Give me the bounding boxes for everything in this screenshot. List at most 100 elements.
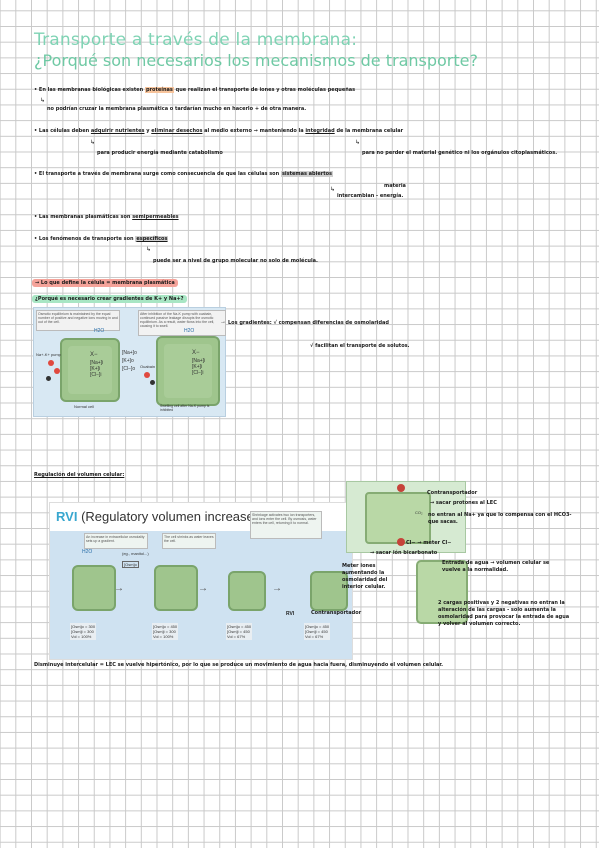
transporter-cell [365, 492, 431, 544]
underlined-heading: Regulación del volumen celular: [34, 472, 125, 478]
arrow-icon: → [220, 319, 226, 325]
rvi-example: (eg., manitol...) [122, 551, 149, 556]
ion-label: [Cl−]i [90, 372, 102, 378]
note-molecular: puede ser a nivel de grupo molecular no … [153, 258, 318, 264]
note-gradients-question: ¿Porqué es necesario crear gradientes de… [32, 295, 187, 303]
highlight-specific: específicos [135, 236, 169, 242]
page-subtitle: ¿Porqué son necesarios los mecanismos de… [34, 51, 478, 70]
rvi-cell-2 [154, 565, 198, 611]
note-protons: → sacar protones al LEC [430, 500, 497, 506]
underlined-integrity: integridad [305, 128, 335, 134]
note-semipermeable: • Las membranas plasmáticas son semiperm… [34, 214, 179, 220]
note-gradients: Los gradientes: √ compensan diferencias … [228, 320, 389, 326]
water-label: H2O [94, 328, 105, 334]
note-text: • Las membranas plasmáticas son [34, 214, 131, 220]
volume: Vol = 100% [71, 634, 92, 639]
note-open-systems: • El transporte a través de membrana sur… [34, 171, 334, 177]
arrow-icon: ↳ [330, 187, 336, 193]
swelling-cell: X− [Na+]i [K+]i [Cl−]i [156, 336, 220, 406]
ion-outside: [K+]o [122, 358, 134, 364]
ouabain-label: Ouabain [140, 364, 156, 369]
highlight-proteins: proteínas [144, 87, 174, 93]
normal-cell-label: Normal cell [74, 404, 95, 409]
potassium-ion-icon [46, 376, 51, 381]
osm-out: [Osm]o = 450 [153, 624, 178, 629]
rvi-values-2: [Osm]o = 450 [Osm]i = 300 Vol = 100% [152, 623, 179, 640]
note-genetic: para no perder el material genético ni l… [362, 150, 558, 156]
osm-out: [Osm]o = 450 [227, 624, 252, 629]
volume: Vol = 67% [305, 634, 324, 639]
figure-transporter-zoom: CO₂ [346, 481, 466, 553]
arrow-icon: ↳ [146, 247, 152, 253]
transporter-icon [397, 538, 405, 546]
note-exchange: intercambian - energía. [337, 193, 404, 199]
swelling-cell-inner: X− [Na+]i [K+]i [Cl−]i [164, 344, 212, 398]
note-hypertonic: Disminuye intercelular = LEC se vuelve h… [34, 662, 444, 668]
caption-normal: Osmotic equilibrium is maintained by the… [36, 310, 120, 331]
rvi-values-3: [Osm]o = 450 [Osm]i = 450 Vol = 67% [226, 623, 253, 640]
ion-outside: [Cl−]o [122, 366, 136, 372]
arrow-right-icon: → [272, 583, 282, 594]
rvi-values-1: [Osm]o = 300 [Osm]i = 300 Vol = 100% [70, 623, 97, 640]
ion-outside: [Na+]o [122, 350, 137, 356]
underlined-waste: eliminar desechos [151, 128, 203, 134]
figure-restored-cell [416, 560, 468, 624]
note-osmolarity: Meter iones aumentando la osmolaridad de… [342, 563, 388, 590]
note-text: que realizan el transporte de iones y ot… [175, 87, 356, 93]
note-cotransporter: Contransportador [427, 490, 478, 496]
note-text: al medio externo → manteniendo la [204, 128, 304, 134]
figure-rvi: RVI (Regulatory volumen increase) An inc… [49, 502, 353, 660]
note-text: • Las células deben [34, 128, 90, 134]
rvi-heading: RVI (Regulatory volumen increase) [56, 509, 258, 524]
rvi-small-label: RVI [286, 611, 295, 617]
arrow-icon: ↳ [355, 140, 361, 146]
sodium-ion-icon [144, 372, 150, 378]
note-cell-definition: → Lo que define la célula = membrana pla… [32, 279, 178, 287]
rvi-full-title: (Regulatory volumen increase) [81, 509, 259, 524]
rvi-caption-3: Shrinkage activates two ion transporters… [250, 511, 322, 539]
ion-label: X− [90, 352, 98, 358]
page-title: Transporte a través de la membrana: [34, 30, 358, 50]
note-text: de la membrana celular [336, 128, 404, 134]
note-text: • Los fenómenos de transporte son [34, 236, 134, 242]
note-no-entry: no entran al Na+ ya que lo compensa con … [428, 512, 572, 525]
caption-swelling: After inhibition of the Na-K pump with o… [138, 310, 226, 336]
osm-in: [Osm]i = 450 [227, 629, 250, 634]
arrow-right-icon: → [114, 583, 124, 594]
potassium-ion-icon [150, 380, 155, 385]
note-solutes: √ facilitan el transporte de solutos. [310, 343, 410, 349]
note-water-entry: Entrada de agua → volumen celular se vue… [442, 560, 550, 573]
note-nutrients: • Las células deben adquirir nutrientes … [34, 128, 403, 134]
rvi-values-4: [Osm]o = 450 [Osm]i = 450 Vol = 67% [304, 623, 331, 640]
ion-label: X− [192, 350, 200, 356]
rvi-caption-2: The cell shrinks as water leaves the cel… [162, 533, 216, 549]
sodium-ion-icon [54, 368, 60, 374]
ion-label: [K+]i [192, 364, 203, 370]
section-volume-regulation: Regulación del volumen celular: [34, 472, 124, 478]
note-membrane-cross: no podrían cruzar la membrana plasmática… [47, 106, 307, 112]
pump-label: Na+-K+ pump [36, 352, 61, 357]
arrow-icon: ↳ [40, 98, 46, 104]
rvi-caption-1: An increase in extracellular osmolality … [84, 533, 148, 549]
ion-label: [Cl−]i [192, 370, 204, 376]
normal-cell-inner: X− [Na+]i [K+]i [Cl−]i [68, 346, 112, 394]
osm-out: [Osm]o = 300 [71, 624, 96, 629]
volume: Vol = 67% [227, 634, 246, 639]
osm-in: [Osm]i = 300 [153, 629, 176, 634]
rvi-cell-4 [310, 571, 348, 611]
osm-out: [Osm]o = 450 [305, 624, 330, 629]
osm-in: [Osm]i = 300 [71, 629, 94, 634]
underlined-nutrients: adquirir nutrientes [90, 128, 145, 134]
note-matter: materia [384, 183, 406, 189]
osm-in: [Osm]i = 450 [305, 629, 328, 634]
figure-na-k-pump: Osmotic equilibrium is maintained by the… [33, 307, 226, 417]
water-label: H2O [184, 328, 195, 334]
water-label: H2O [82, 549, 93, 555]
highlight-open-systems: sistemas abiertos [280, 171, 334, 177]
note-text: • El transporte a través de membrana sur… [34, 171, 280, 177]
ion-label: [K+]i [90, 366, 101, 372]
note-text: y [146, 128, 150, 134]
note-specific: • Los fenómenos de transporte son especí… [34, 236, 169, 242]
sodium-ion-icon [48, 360, 54, 366]
